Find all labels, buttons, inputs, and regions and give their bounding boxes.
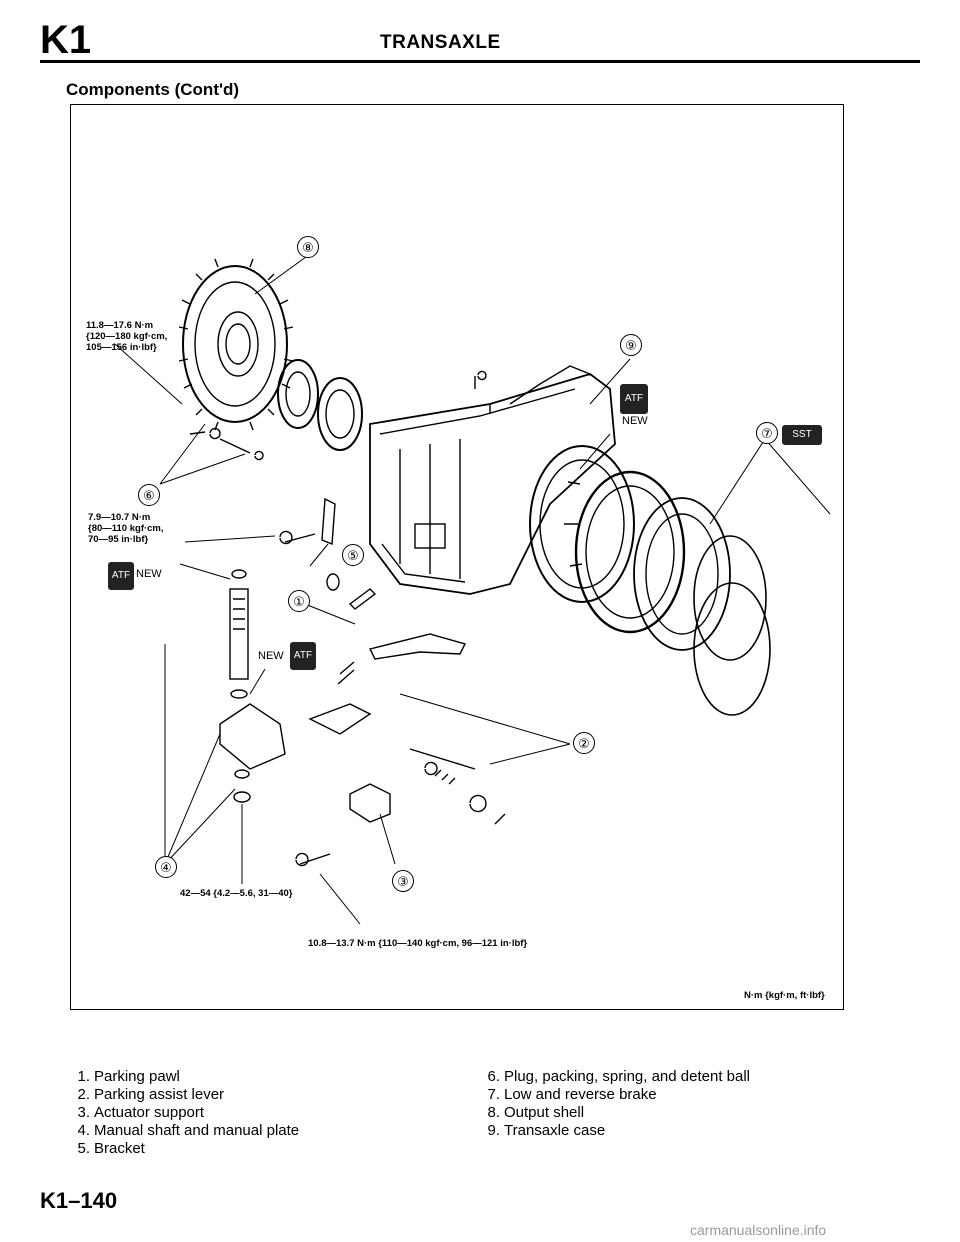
legend-left: 1.Parking pawl 2.Parking assist lever 3.… xyxy=(66,1068,299,1158)
new-label: NEW xyxy=(136,568,162,580)
unit-note: N·m {kgf·m, ft·lbf} xyxy=(744,990,825,1001)
exploded-diagram xyxy=(114,253,831,925)
diagram-frame xyxy=(70,104,844,1010)
output-shell-illustration xyxy=(178,258,294,431)
section-code: K1 xyxy=(40,18,92,62)
legend-item: 1.Parking pawl xyxy=(77,1068,180,1085)
manual-shaft-illustration xyxy=(219,569,286,803)
legend-item: 3.Actuator support xyxy=(77,1104,205,1121)
actuator-support-illustration xyxy=(295,783,391,867)
new-label: NEW xyxy=(258,650,284,662)
torque-note-actuator: 10.8—13.7 N·m {110—140 kgf·cm, 96—121 in… xyxy=(308,938,528,949)
washer-illustration xyxy=(277,359,363,451)
legend-right: 6.Plug, packing, spring, and detent ball… xyxy=(476,1068,750,1140)
atf-badge: ATF xyxy=(620,384,648,414)
legend-item: 6.Plug, packing, spring, and detent ball xyxy=(487,1068,750,1085)
page-number: K1–140 xyxy=(40,1188,118,1213)
torque-note-bracket: 7.9—10.7 N·m {80—110 kgf·cm, 70—95 in·lb… xyxy=(88,512,164,545)
callout-9: ⑨ xyxy=(620,334,642,356)
transaxle-case-illustration xyxy=(369,365,616,595)
legend-item: 7.Low and reverse brake xyxy=(487,1086,657,1103)
sst-badge: SST xyxy=(782,425,822,445)
new-label: NEW xyxy=(622,415,648,427)
atf-badge: ATF xyxy=(108,562,134,590)
snap-ring-illustration xyxy=(693,582,771,716)
torque-note-manual-plate: 42—54 {4.2—5.6, 31—40} xyxy=(180,888,293,899)
callout-4: ④ xyxy=(155,856,177,878)
leader-lines xyxy=(114,253,831,925)
callout-6: ⑥ xyxy=(138,484,160,506)
callout-3: ③ xyxy=(392,870,414,892)
legend-item: 9.Transaxle case xyxy=(487,1122,606,1139)
atf-badge: ATF xyxy=(290,642,316,670)
callout-7: ⑦ xyxy=(756,422,778,444)
page-title: TRANSAXLE xyxy=(380,32,501,53)
callout-2: ② xyxy=(573,732,595,754)
legend-item: 8.Output shell xyxy=(487,1104,585,1121)
header-rule xyxy=(40,60,920,63)
section-subtitle: Components (Cont'd) xyxy=(66,80,240,99)
legend-item: 2.Parking assist lever xyxy=(77,1086,225,1103)
callout-1: ① xyxy=(288,590,310,612)
torque-note-output-shell: 11.8—17.6 N·m {120—180 kgf·cm, 105—156 i… xyxy=(86,320,168,353)
callout-8: ⑧ xyxy=(297,236,319,258)
parking-pawl-illustration xyxy=(308,573,506,825)
watermark: carmanualsonline.info xyxy=(690,1222,827,1238)
callout-5: ⑤ xyxy=(342,544,364,566)
bracket-illustration xyxy=(189,427,336,546)
brake-illustration xyxy=(529,445,767,661)
legend-item: 4.Manual shaft and manual plate xyxy=(77,1122,300,1139)
legend-item: 5.Bracket xyxy=(77,1140,145,1157)
